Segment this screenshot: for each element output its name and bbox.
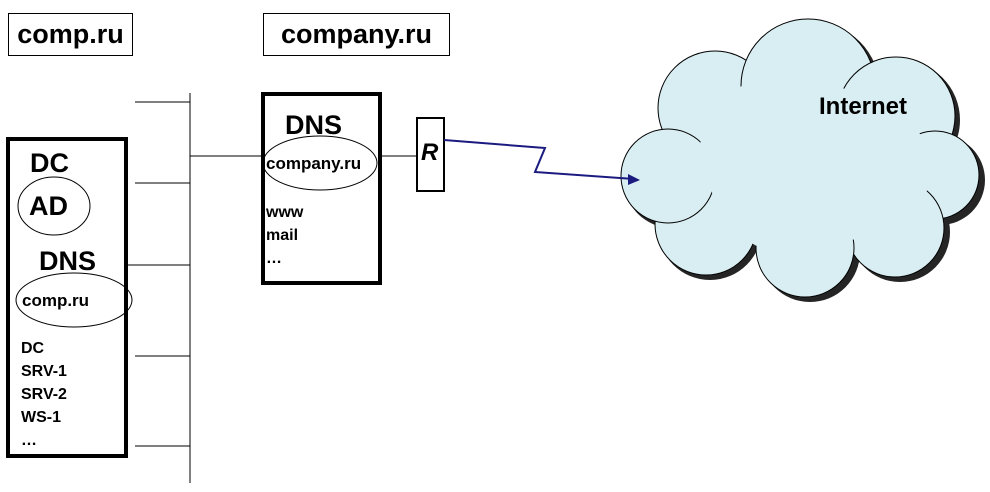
dc-record: DC (21, 340, 45, 357)
dns-server-box (261, 92, 382, 285)
dns-record: mail (266, 227, 299, 244)
dns-record: www (266, 204, 304, 221)
dc-dns-title: DNS (39, 246, 97, 276)
dc-record: … (21, 432, 37, 449)
dc-record: SRV-1 (21, 363, 67, 380)
ad-label: AD (29, 191, 68, 221)
dc-record: WS-1 (21, 409, 61, 426)
router-box (416, 117, 445, 192)
dc-records-list: DC SRV-1 SRV-2 WS-1 … (21, 337, 67, 452)
dns-zone-label: company.ru (266, 154, 362, 173)
internet-label: Internet (819, 93, 908, 120)
dns-record: … (266, 250, 282, 267)
ad-ellipse (17, 176, 91, 236)
company-ru-zone-ellipse (262, 135, 378, 191)
dns-title: DNS (285, 110, 343, 140)
domain-label-comp-ru: comp.ru (8, 13, 133, 56)
comp-ru-zone-ellipse (15, 272, 133, 328)
wan-link-arrowhead (628, 174, 640, 185)
dns-records-list: www mail … (266, 201, 303, 270)
dc-zone-label: comp.ru (22, 291, 90, 310)
dc-server-box (6, 137, 128, 458)
router-label: R (421, 139, 439, 166)
domain-label-company-ru: company.ru (263, 13, 450, 56)
internet-cloud (620, 18, 985, 302)
dc-title: DC (30, 148, 69, 178)
dc-record: SRV-2 (21, 386, 67, 403)
wan-link (443, 139, 635, 180)
